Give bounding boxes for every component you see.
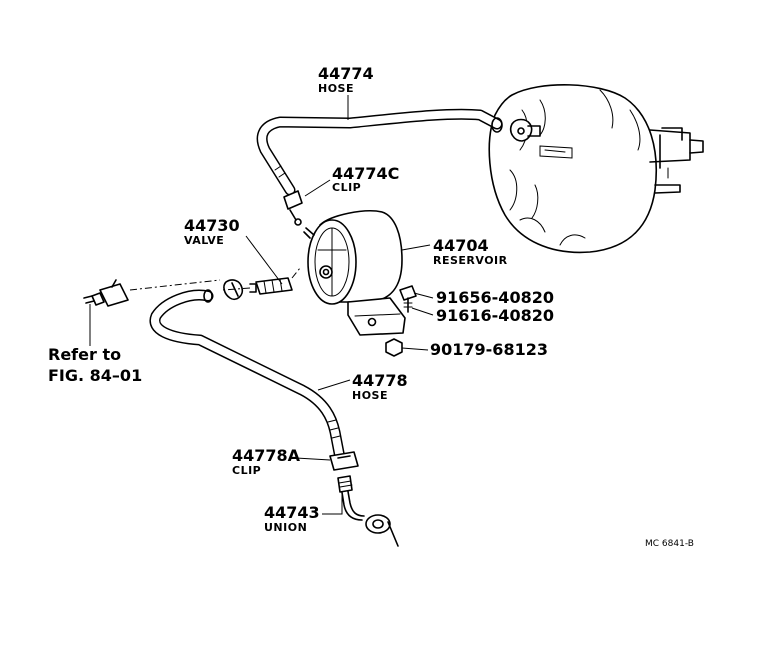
drawing-code: MC 6841-B (645, 539, 694, 549)
vacuum-switch-plug (83, 279, 129, 307)
part-name-clip-lower: CLIP (232, 464, 261, 477)
label-clip-upper: 44774C CLIP (332, 164, 399, 194)
part-number-44778a: 44778A (232, 446, 301, 465)
part-number-90179-68123: 90179-68123 (430, 340, 548, 359)
part-number-44730: 44730 (184, 216, 240, 235)
label-union: 44743 UNION (264, 503, 320, 534)
part-number-44778: 44778 (352, 371, 408, 390)
label-hose-lower: 44778 HOSE (352, 371, 408, 402)
hose-lower (149, 289, 346, 464)
reference-line-2: FIG. 84–01 (48, 366, 142, 385)
nut (385, 338, 403, 357)
part-number-91656-40820: 91656-40820 (436, 288, 554, 307)
part-number-44774c: 44774C (332, 164, 399, 183)
reference-line-1: Refer to (48, 345, 121, 364)
label-hose-upper: 44774 HOSE (318, 64, 374, 95)
part-name-reservoir: RESERVOIR (433, 254, 508, 267)
alignment-lines (129, 267, 301, 291)
part-name-hose-upper: HOSE (318, 82, 354, 95)
part-number-44704: 44704 (433, 236, 489, 255)
reference-note: Refer to FIG. 84–01 (48, 345, 142, 385)
bolts (399, 285, 417, 313)
leader-lines (89, 95, 434, 515)
brake-booster (488, 84, 704, 254)
part-number-44743: 44743 (264, 503, 320, 522)
part-name-hose-lower: HOSE (352, 389, 388, 402)
part-name-clip-upper: CLIP (332, 181, 361, 194)
booster-check-valve (509, 118, 541, 142)
hose-upper (256, 108, 503, 196)
reservoir (303, 210, 406, 336)
label-clip-lower: 44778A CLIP (232, 446, 301, 477)
clip-lower (329, 451, 359, 471)
part-name-valve: VALVE (184, 234, 224, 247)
part-number-91616-40820: 91616-40820 (436, 306, 554, 325)
label-valve: 44730 VALVE (184, 216, 240, 247)
part-name-union: UNION (264, 521, 307, 534)
union (337, 475, 399, 547)
label-reservoir: 44704 RESERVOIR (433, 236, 508, 267)
part-number-44774: 44774 (318, 64, 374, 83)
clip-upper (283, 190, 303, 226)
